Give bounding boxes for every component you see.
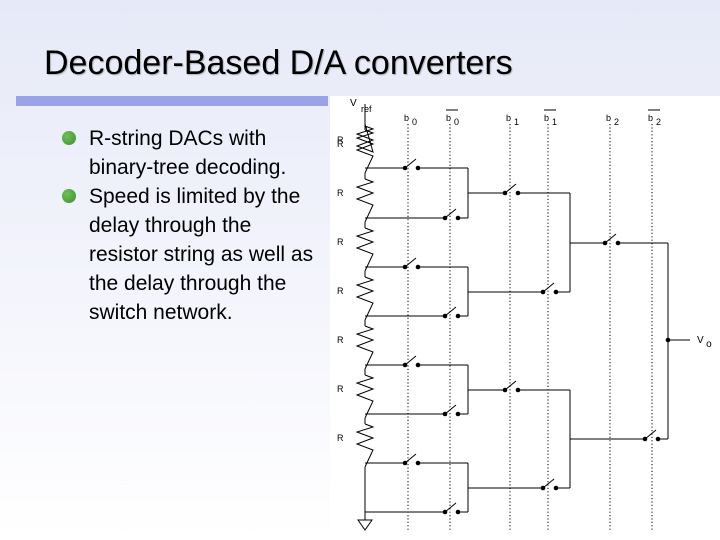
resistor — [355, 129, 375, 174]
resistor-label: R — [337, 433, 344, 443]
bullet-text: R-string DACs with binary-tree decoding. — [89, 127, 287, 179]
bullet-text: Speed is limited by the delay through th… — [89, 185, 314, 324]
resistor — [355, 423, 375, 468]
switch-blade — [444, 502, 457, 513]
switch-blade — [504, 183, 517, 194]
resistor — [355, 325, 375, 370]
slide-title: Decoder-Based D/A converters — [44, 44, 513, 82]
switch-blade — [644, 429, 657, 440]
resistor-label: R — [337, 139, 344, 149]
switch-blade — [542, 478, 555, 489]
bullet-item: Speed is limited by the delay through th… — [62, 182, 324, 327]
vref-subscript: ref — [361, 104, 372, 114]
switch-blade — [404, 158, 417, 169]
switch-blade — [404, 453, 417, 464]
vref-label: V — [350, 98, 357, 109]
switch-blade — [444, 306, 457, 317]
switch-blade — [444, 404, 457, 415]
resistor-label: R — [337, 286, 344, 296]
resistor — [355, 276, 375, 321]
bullet-dot-icon — [62, 189, 76, 203]
bullet-item: R-string DACs with binary-tree decoding. — [62, 124, 324, 182]
resistor-label: R — [337, 135, 344, 145]
switch-blade — [542, 282, 555, 293]
resistor-label: R — [337, 237, 344, 247]
switch-blade — [444, 208, 457, 219]
resistor — [355, 178, 375, 223]
resistor — [355, 123, 375, 153]
bullet-dot-icon — [62, 131, 76, 145]
bullet-list: R-string DACs with binary-tree decoding.… — [62, 124, 324, 327]
switch-blade — [604, 233, 617, 244]
junction-dot — [665, 337, 671, 343]
resistor-label: R — [337, 188, 344, 198]
resistor — [355, 374, 375, 419]
resistor — [355, 227, 375, 272]
resistor-label: R — [337, 335, 344, 345]
title-underline-bar — [16, 96, 328, 106]
switch-blade — [404, 257, 417, 268]
ground-symbol — [357, 519, 373, 531]
switch-blade — [504, 380, 517, 391]
resistor-label: R — [337, 384, 344, 394]
switch-blade — [404, 355, 417, 366]
